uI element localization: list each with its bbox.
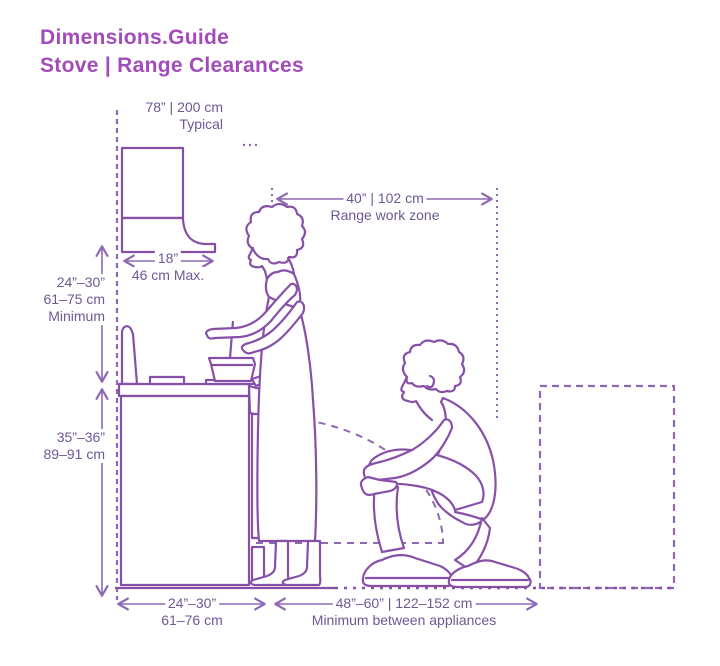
woman-arm-lower: [240, 300, 306, 355]
man-shin: [372, 484, 406, 554]
work-zone-label: 40” | 102 cm Range work zone: [327, 190, 443, 224]
woman-hair: [245, 202, 307, 265]
man-face: [400, 375, 434, 422]
man-hair: [401, 339, 466, 394]
cooktop: [117, 382, 251, 398]
stove-depth-label: 24”–30” 61–76 cm: [158, 595, 226, 629]
appliance-gap-label: 48”–60” | 122–152 cm Minimum between app…: [308, 595, 500, 629]
counter-height-label: 35”–36” 89–91 cm: [18, 429, 108, 463]
man-hip-line: [453, 510, 483, 521]
adjacent-appliance-outline: [538, 384, 676, 590]
title-block: Dimensions.Guide Stove | Range Clearance…: [40, 24, 304, 80]
woman-figure: [205, 202, 322, 587]
hood-clearance-label: 24”–30” 61–75 cm Minimum: [18, 274, 108, 325]
man-ear: [425, 374, 436, 389]
woman-face: [247, 246, 296, 281]
page-title: Stove | Range Clearances: [40, 54, 305, 77]
burner: [148, 375, 186, 386]
spoon: [228, 320, 235, 359]
hood-width-label: 18” 46 cm Max.: [128, 250, 208, 284]
man-figure: [359, 339, 532, 589]
man-hand: [359, 475, 398, 496]
man-shoe-front: [361, 554, 455, 588]
woman-arm-upper: [205, 282, 298, 340]
pot: [207, 356, 257, 383]
stove: [117, 320, 278, 587]
woman-foot-back: [281, 539, 322, 587]
brand-title: Dimensions.Guide: [40, 26, 230, 49]
stove-body: [119, 394, 251, 587]
wall-reference-line: [115, 110, 260, 600]
hood-height-label: 78” | 200 cm Typical: [122, 99, 226, 133]
stove-back-panel: [120, 325, 139, 386]
range-hood: [120, 146, 217, 254]
